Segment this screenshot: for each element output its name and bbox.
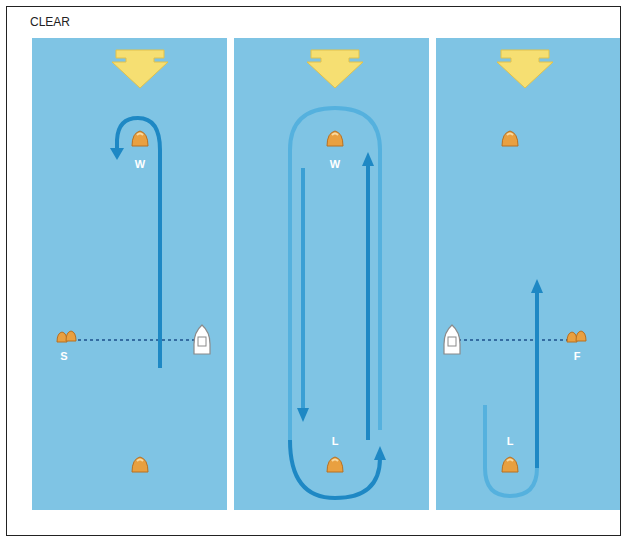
mark-letter: W	[330, 159, 340, 170]
mark-letter: L	[332, 436, 339, 447]
mark-letter: S	[60, 351, 67, 362]
mark-letter: L	[507, 436, 514, 447]
mark-letter: F	[574, 351, 581, 362]
mark-letter: W	[135, 159, 145, 170]
diagram-title: CLEAR	[30, 16, 70, 28]
